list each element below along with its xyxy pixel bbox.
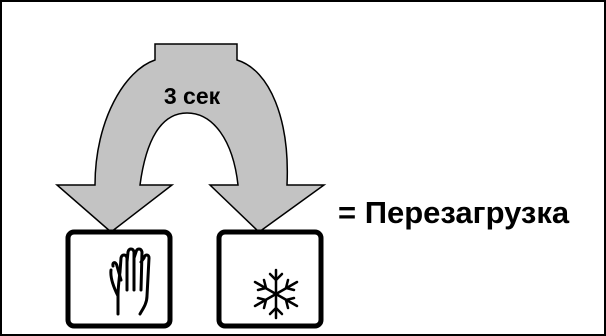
hand-icon [109, 247, 151, 316]
split-arrow [54, 43, 327, 233]
hand-button [65, 229, 173, 329]
snowflake-icon [253, 268, 299, 320]
duration-label: 3 сек [164, 83, 221, 109]
result-label: = Перезагрузка [338, 195, 570, 230]
snowflake-button [216, 229, 324, 329]
